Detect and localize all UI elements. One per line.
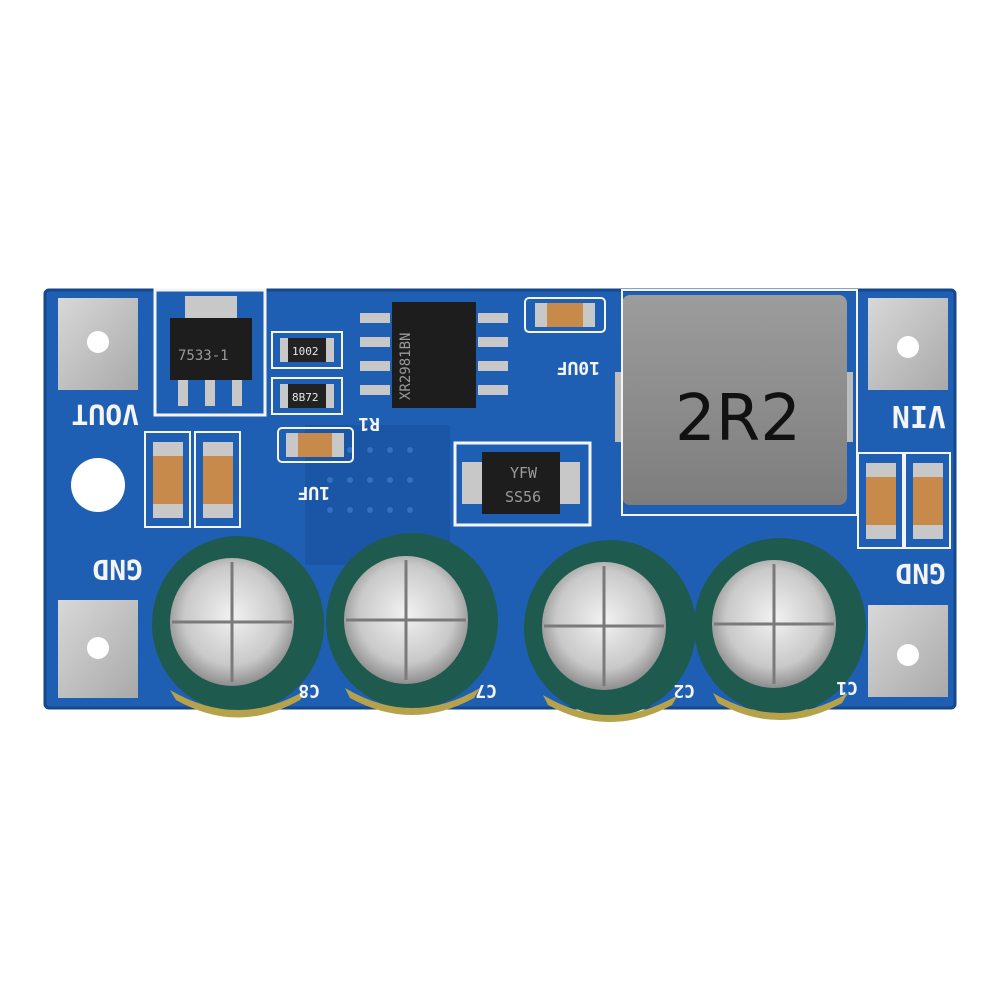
vout-label: VOUT: [72, 398, 139, 431]
resistor-8b72: 8B72: [271, 377, 343, 415]
cap-1uf: [277, 427, 354, 463]
mlcc-right-1: [857, 452, 904, 549]
capacitor-c7: [326, 533, 498, 715]
cap-10uf-label: 10UF: [557, 357, 600, 378]
cap-1uf-label: 1UF: [297, 482, 330, 503]
vin-pad: [868, 298, 948, 390]
mlcc-left-1: [144, 431, 191, 528]
capacitor-c1: [694, 538, 866, 720]
mounting-hole: [71, 458, 125, 512]
c7-label: C7: [475, 680, 497, 701]
diode: YFW SS56: [453, 441, 592, 527]
mlcc-right-2: [904, 452, 951, 549]
c8-label: C8: [298, 680, 320, 701]
controller-ic-marking: XR2981BN: [398, 333, 414, 400]
vin-label: VIN: [892, 398, 946, 433]
capacitor-c8: [152, 536, 324, 718]
controller-ic: XR2981BN: [360, 302, 508, 408]
vout-pad: [58, 298, 138, 390]
diode-marking-1: YFW: [510, 464, 538, 482]
resistor-1002: 1002: [271, 331, 343, 369]
resistor-8b72-marking: 8B72: [292, 391, 319, 404]
mlcc-left-2: [194, 431, 241, 528]
cap-10uf: [524, 297, 606, 333]
inductor: 2R2: [615, 295, 853, 505]
c2-label: C2: [673, 680, 695, 701]
regulator: 7533-1: [153, 288, 267, 417]
capacitor-c2: [524, 540, 696, 722]
r1-label: R1: [358, 413, 380, 434]
gnd-left-label: GND: [92, 553, 143, 586]
gnd-pad-right: [868, 605, 948, 697]
gnd-right-label: GND: [895, 557, 946, 590]
inductor-marking: 2R2: [675, 382, 801, 456]
c1-label: C1: [836, 677, 858, 698]
regulator-marking: 7533-1: [178, 348, 229, 364]
resistor-1002-marking: 1002: [292, 345, 319, 358]
gnd-pad-left: [58, 600, 138, 698]
diode-marking-2: SS56: [505, 488, 541, 506]
